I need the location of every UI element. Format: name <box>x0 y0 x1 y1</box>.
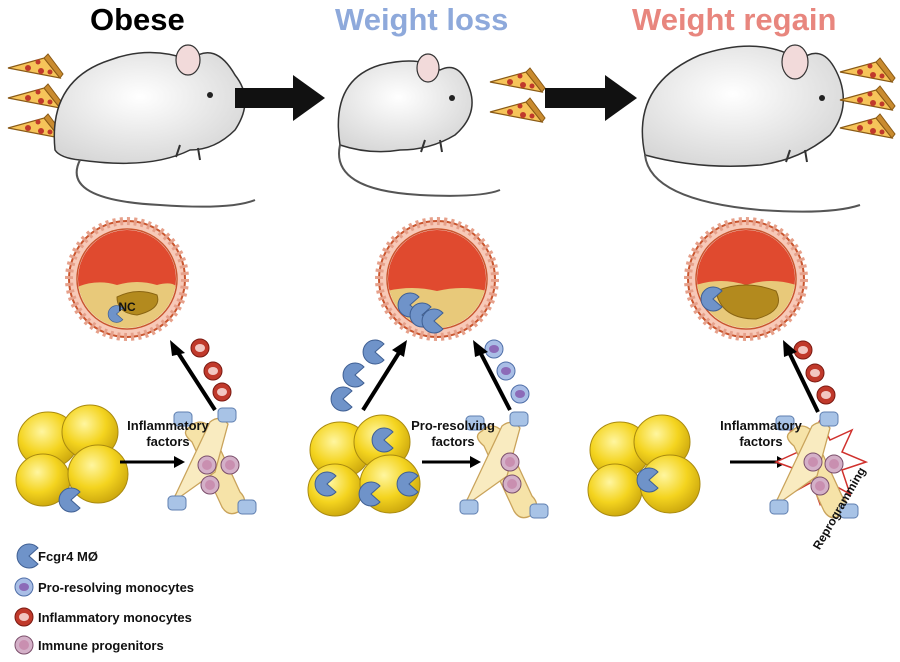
immune-progenitor-icon <box>500 452 520 472</box>
macrophage-icon <box>330 386 353 412</box>
pro-resolving-monocyte-icon <box>484 339 504 359</box>
macrophage-icon <box>58 487 81 513</box>
obese-mouse-icon <box>53 44 256 208</box>
weight-regain-vessel-icon <box>688 221 804 337</box>
legend-label: Immune progenitors <box>38 637 164 653</box>
weight-loss-vessel-icon <box>379 221 495 337</box>
inflammatory-monocyte-icon <box>212 382 232 402</box>
weight-loss-title: Weight loss <box>335 2 509 37</box>
immune-progenitor-icon <box>810 476 830 496</box>
legend-item: Pro-resolving monocytes <box>6 575 194 599</box>
pizza-icon <box>489 67 546 93</box>
immune-progenitor-icon <box>200 475 220 495</box>
obese-vessel-icon <box>69 221 185 337</box>
inflammatory-monocyte-icon <box>793 340 813 360</box>
necrotic-core-label: NC <box>118 300 136 314</box>
macrophage-icon <box>362 339 385 365</box>
pizza-icon <box>839 113 896 139</box>
pizza-icon <box>7 83 64 109</box>
pizza-icon <box>839 57 896 83</box>
migration-arrow <box>361 346 404 412</box>
weight-regain-title: Weight regain <box>632 2 837 37</box>
macrophage-icon <box>342 362 365 388</box>
pizza-icon <box>489 97 546 123</box>
immune-progenitor-icon <box>220 455 240 475</box>
adipose-tissue-icon <box>587 414 701 517</box>
transition-arrow-icon <box>545 75 637 121</box>
migration-arrow <box>173 346 217 412</box>
weight-regain-mouse-icon <box>641 44 861 213</box>
obese-panel: NC <box>7 44 257 515</box>
weight-loss-mouse-icon <box>337 53 501 197</box>
inflammatory-monocyte-icon <box>816 385 836 405</box>
pro-resolving-monocyte-icon <box>496 361 516 381</box>
pizza-icon <box>839 85 896 111</box>
legend-item: Immune progenitors <box>6 633 164 657</box>
pro-resolving-monocyte-icon <box>510 384 530 404</box>
migration-arrow <box>785 347 820 413</box>
pizza-icon <box>7 53 64 79</box>
immune-progenitor-icon <box>197 455 217 475</box>
inflammatory-monocyte-icon <box>203 361 223 381</box>
immune-progenitor-icon <box>502 474 522 494</box>
inflammatory-monocyte-icon <box>190 338 210 358</box>
weight-regain-panel <box>545 44 896 519</box>
legend-label: Pro-resolving monocytes <box>38 579 195 595</box>
immune-progenitor-icon <box>803 452 823 472</box>
inflammatory-monocyte-icon <box>805 363 825 383</box>
weight-loss-panel <box>235 53 549 519</box>
transition-arrow-icon <box>235 75 325 121</box>
legend-label: Inflammatory monocytes <box>38 609 192 625</box>
obese-title: Obese <box>90 2 185 37</box>
legend-item: Inflammatory monocytes <box>6 605 192 629</box>
immune-progenitor-icon <box>824 454 844 474</box>
migration-arrow <box>476 347 512 411</box>
legend-item: Fcgr4 MØ <box>6 544 98 568</box>
legend-label: Fcgr4 MØ <box>38 548 98 564</box>
